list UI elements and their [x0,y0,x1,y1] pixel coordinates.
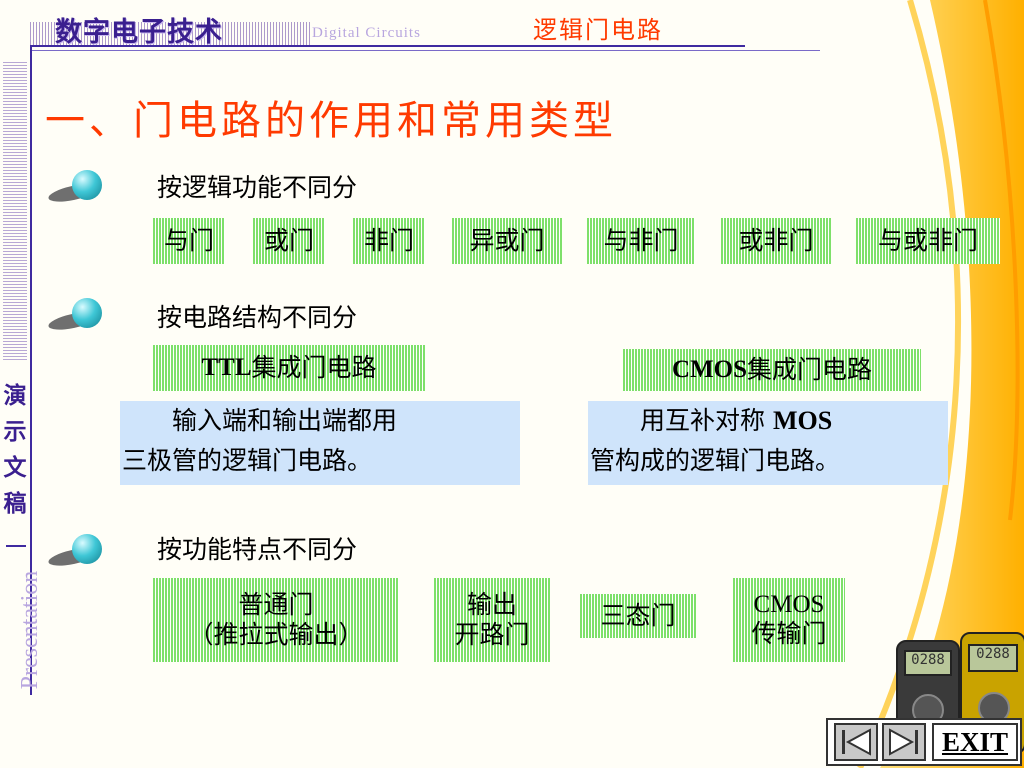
sidebar-rule [30,45,32,695]
sidebar-char: 演 [3,383,27,409]
sidebar-english: Presentation [17,570,43,690]
gate-type-box: 与或非门 [856,218,1000,264]
cmos-prefix: CMOS [671,356,747,383]
sidebar-char: 文 [3,455,27,481]
function-type-box: 输出 开路门 [434,578,550,662]
section-label-structure: 按电路结构不同分 [157,303,358,332]
section-label-logic: 按逻辑功能不同分 [157,173,358,202]
function-type-box: CMOS 传输门 [733,578,845,662]
cmos-suffix: 集成门电路 [746,355,872,384]
bullet-icon [47,298,108,334]
section-label-features: 按功能特点不同分 [157,535,358,564]
slide-navigation: EXIT [826,718,1022,766]
function-type-box: 三态门 [580,594,696,638]
arrow-left-icon [842,728,871,756]
header-stripes [30,22,310,46]
function-type-box: 普通门 （推拉式输出） [153,578,399,662]
chapter-topic: 逻辑门电路 [533,16,663,44]
course-subtitle: Digital Circuits [312,25,421,41]
sidebar-char: 示 [3,419,27,445]
gate-type-box: 与非门 [587,218,695,264]
ttl-description: 输入端和输出端都用 三极管的逻辑门电路。 [120,401,520,485]
next-slide-button[interactable] [882,723,926,761]
sidebar-char: 稿 [3,491,27,517]
exit-button[interactable]: EXIT [932,723,1018,761]
sidebar-divider [6,545,26,547]
gate-type-box: 与门 [153,218,225,264]
course-title: 数字电子技术 [55,17,223,48]
previous-slide-button[interactable] [834,723,878,761]
ttl-suffix: 集成门电路 [251,353,377,382]
arrow-right-icon [889,728,918,756]
ttl-prefix: TTL [201,354,252,381]
slide-title: 一、门电路的作用和常用类型 [45,98,617,144]
bullet-icon [47,170,108,206]
gate-type-box: 异或门 [452,218,562,264]
sidebar-stripes [3,60,27,360]
gate-type-box: 非门 [353,218,425,264]
sidebar-vertical-title: 演 示 文 稿 [2,378,28,522]
gate-type-box: 或门 [253,218,325,264]
header-rule [30,45,745,47]
cmos-box: CMOS 集成门电路 [623,349,921,391]
cmos-description: 用互补对称 MOS 管构成的逻辑门电路。 [588,401,948,485]
gate-type-box: 或非门 [721,218,831,264]
bullet-icon [47,534,108,570]
header-rule-thin [30,50,820,51]
